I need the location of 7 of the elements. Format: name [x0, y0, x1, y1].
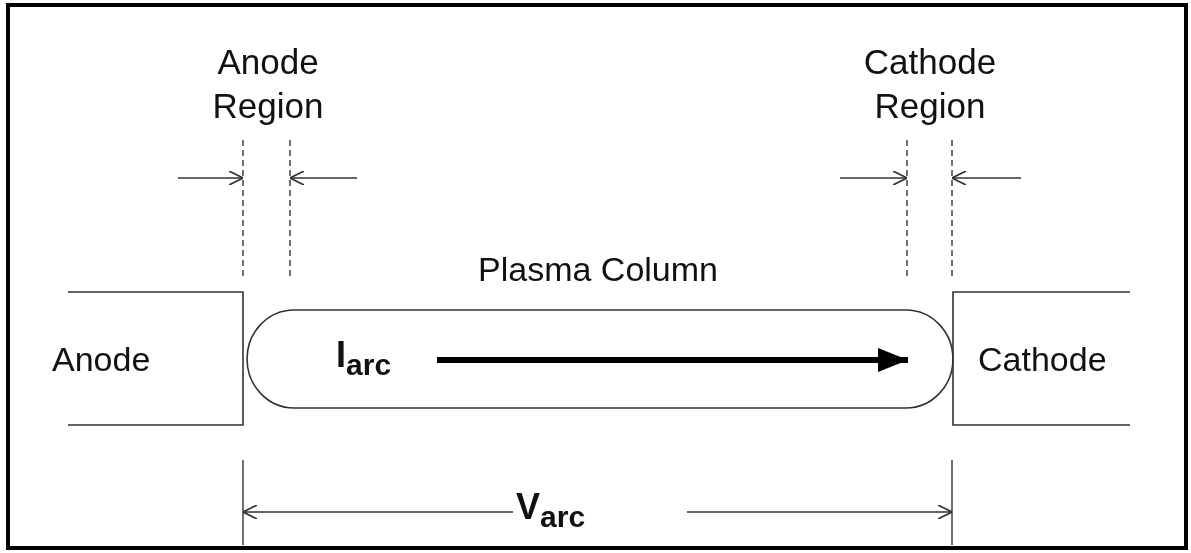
current-label: I$_{arc}$: [336, 336, 392, 384]
voltage-label: V$_{arc}$: [516, 488, 586, 536]
electrode-label: Anode: [52, 340, 151, 378]
region-label: Cathode Region: [862, 41, 998, 127]
electrode-label: Cathode: [978, 340, 1107, 378]
column-heading: Plasma Column: [478, 250, 718, 288]
region-label: Anode Region: [211, 41, 325, 127]
